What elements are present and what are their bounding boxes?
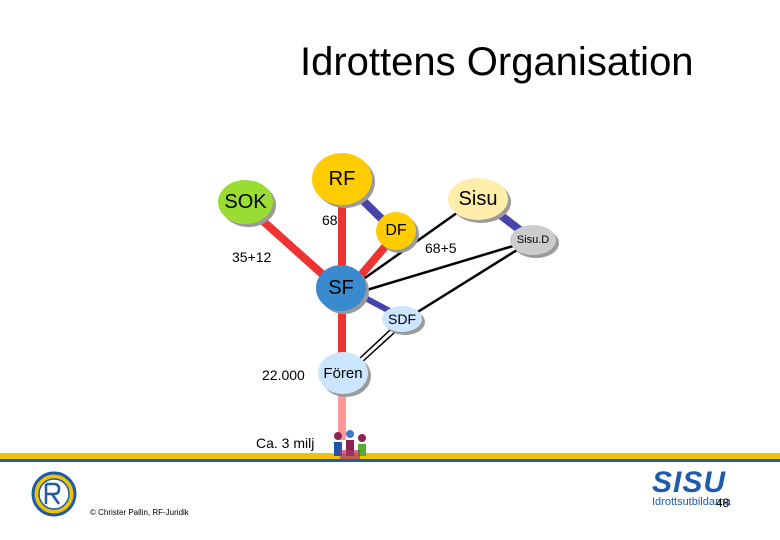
node-sdf-label: SDF xyxy=(388,311,416,327)
node-sok-label: SOK xyxy=(224,190,267,213)
node-rf-label: RF xyxy=(328,167,356,190)
node-df-label: DF xyxy=(385,222,407,239)
df-count-label: 68+5 xyxy=(425,240,457,256)
node-sisu: Sisu xyxy=(448,178,508,220)
sisu-logo-sub: Idrottsutbildarna xyxy=(652,496,731,508)
footer-blue-bar xyxy=(0,459,780,462)
copyright-text: © Christer Pallin, RF-Juridik xyxy=(90,508,189,517)
sok-count-label: 35+12 xyxy=(232,249,272,265)
node-sf-label: SF xyxy=(328,276,354,299)
footer-yellow-bar xyxy=(0,453,780,459)
node-foren: Fören xyxy=(318,352,368,394)
page-title: Idrottens Organisation xyxy=(300,40,694,84)
node-df: DF xyxy=(376,212,416,250)
rf-emblem-icon xyxy=(31,471,77,517)
page-number: 48 xyxy=(716,496,730,510)
node-sisud: Sisu.D xyxy=(510,225,556,255)
foren-count-label: 22.000 xyxy=(262,367,305,383)
rf-count-label: 68 xyxy=(322,212,338,228)
node-sisud-label: Sisu.D xyxy=(516,234,550,246)
sisu-logo: SISU Idrottsutbildarna xyxy=(652,466,731,508)
node-sf: SF xyxy=(316,265,366,311)
node-rf: RF xyxy=(312,153,372,205)
sisu-logo-word: SISU xyxy=(652,466,727,499)
link-sisud-sf xyxy=(359,238,534,294)
members-label: Ca. 3 milj xyxy=(256,435,315,451)
people-icon xyxy=(334,430,366,460)
node-foren-label: Fören xyxy=(323,364,363,382)
node-sok: SOK xyxy=(218,180,273,224)
node-sisu-label: Sisu xyxy=(458,187,498,210)
link-sisud-sdf xyxy=(407,238,534,320)
node-sdf: SDF xyxy=(382,306,422,332)
